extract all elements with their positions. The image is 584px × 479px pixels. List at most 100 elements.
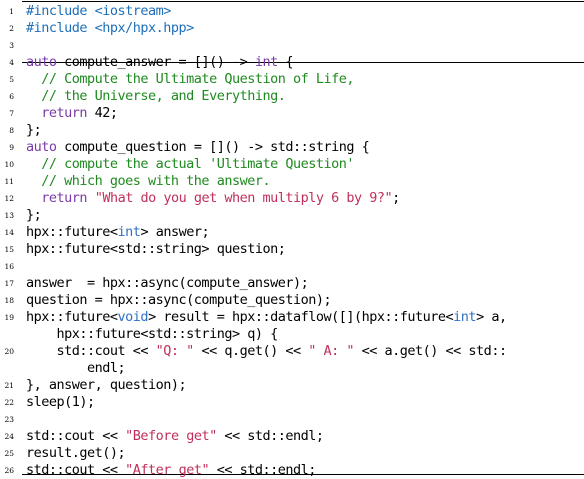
code-line: 21 }, answer, question);	[0, 376, 584, 394]
code-line: 10 // compute the actual 'Ultimate Quest…	[0, 155, 584, 173]
line-number: 11	[4, 177, 14, 186]
code-text: auto compute_question = []() -> std::str…	[26, 138, 370, 156]
code-token: int	[254, 54, 278, 70]
line-number: 26	[4, 466, 14, 475]
code-text: result.get();	[26, 444, 126, 462]
line-number: 6	[9, 92, 14, 101]
code-token	[26, 105, 41, 121]
code-token: std::cout <<	[26, 428, 126, 444]
line-number: 4	[9, 58, 14, 67]
code-line: 7 return 42;	[0, 104, 584, 122]
code-token: << std::endl;	[209, 462, 317, 478]
code-text: #include <iostream>	[26, 2, 171, 20]
code-text: hpx::future<std::string> question;	[26, 240, 286, 258]
code-text: };	[26, 206, 42, 224]
code-line: 11 // which goes with the answer.	[0, 172, 584, 190]
line-number: 17	[4, 279, 14, 288]
code-token: std::cout <<	[26, 462, 126, 478]
code-token: }, answer, question);	[26, 377, 187, 393]
code-token: std::cout <<	[26, 343, 156, 359]
code-text: // which goes with the answer.	[26, 172, 270, 190]
line-number: 16	[4, 262, 14, 271]
code-token: {	[277, 54, 293, 70]
code-line: 25 result.get();	[0, 444, 584, 462]
line-number: 24	[4, 432, 14, 441]
code-text: answer = hpx::async(compute_answer);	[26, 274, 309, 292]
code-token: hpx::future<std::string> q) {	[26, 326, 279, 342]
code-line: 13};	[0, 206, 584, 224]
code-line: 14 hpx::future<int> answer;	[0, 223, 584, 241]
code-line: 18 question = hpx::async(compute_question…	[0, 291, 584, 309]
line-number: 8	[9, 126, 14, 135]
code-token: return	[41, 190, 88, 206]
code-text: question = hpx::async(compute_question);	[26, 291, 332, 309]
code-token: endl;	[26, 360, 126, 376]
code-line: 1 #include <iostream>	[0, 2, 584, 20]
code-token: #include <hpx/hpx.hpp>	[26, 20, 194, 36]
code-token: hpx::future<	[26, 309, 118, 325]
code-line: 17 answer = hpx::async(compute_answer);	[0, 274, 584, 292]
code-line: 5 // Compute the Ultimate Question of Li…	[0, 70, 584, 88]
code-token: hpx::future<std::string> question;	[26, 241, 286, 257]
line-number: 15	[4, 245, 14, 254]
code-token: auto	[26, 54, 57, 70]
code-text: std::cout << "Q: " << q.get() << " A: " …	[26, 342, 508, 360]
line-number: 21	[4, 381, 14, 390]
code-text: endl;	[26, 359, 126, 377]
code-token: << std::endl;	[216, 428, 324, 444]
code-token: ;	[392, 190, 400, 206]
code-token: "After get"	[125, 462, 210, 478]
code-token: // which goes with the answer.	[26, 173, 271, 189]
code-token: > result = hpx::dataflow([](hpx::future<	[148, 309, 454, 325]
code-token: int	[117, 224, 141, 240]
line-number: 14	[4, 228, 14, 237]
code-text: std::cout << "Before get" << std::endl;	[26, 427, 324, 445]
code-token: 42;	[87, 105, 118, 121]
code-line: 12 return "What do you get when multiply…	[0, 189, 584, 207]
code-line: 6 // the Universe, and Everything.	[0, 87, 584, 105]
code-token: int	[453, 309, 477, 325]
code-line: 2 #include <hpx/hpx.hpp>	[0, 19, 584, 37]
code-token: "Q: "	[155, 343, 195, 359]
line-number: 18	[4, 296, 14, 305]
code-token: compute_question = []() -> std::string {	[56, 139, 370, 155]
line-number: 2	[9, 24, 14, 33]
code-line: endl;	[0, 359, 584, 377]
code-text: return "What do you get when multiply 6 …	[26, 189, 400, 207]
code-text: return 42;	[26, 104, 118, 122]
code-line: 20 std::cout << "Q: " << q.get() << " A:…	[0, 342, 584, 360]
code-line: 23	[0, 410, 584, 428]
code-line: 8};	[0, 121, 584, 139]
code-line: 3	[0, 36, 584, 54]
code-line: 26 std::cout << "After get" << std::endl;	[0, 461, 584, 479]
code-line: 16	[0, 257, 584, 275]
code-token: };	[26, 207, 42, 223]
code-text: auto compute_answer = []() -> int {	[26, 53, 294, 71]
code-text: hpx::future<std::string> q) {	[26, 325, 279, 343]
line-number: 20	[4, 347, 14, 356]
top-rule	[22, 1, 584, 2]
code-token: > answer;	[140, 224, 210, 240]
line-number: 1	[9, 7, 14, 16]
line-number: 3	[9, 41, 14, 50]
code-text: // Compute the Ultimate Question of Life…	[26, 70, 354, 88]
code-text: #include <hpx/hpx.hpp>	[26, 19, 194, 37]
code-token: question = hpx::async(compute_question);	[26, 292, 332, 308]
code-text: // the Universe, and Everything.	[26, 87, 286, 105]
code-token: result.get();	[26, 445, 126, 461]
code-token: > a,	[476, 309, 507, 325]
line-number: 19	[4, 313, 14, 322]
code-token: hpx::future<	[26, 224, 118, 240]
code-line: hpx::future<std::string> q) {	[0, 325, 584, 343]
code-token: // compute the actual 'Ultimate Question…	[26, 156, 354, 172]
line-number: 25	[4, 449, 14, 458]
code-token: compute_answer = []() ->	[56, 54, 255, 70]
code-token: auto	[26, 139, 57, 155]
code-text: hpx::future<void> result = hpx::dataflow…	[26, 308, 507, 326]
bottom-rule	[22, 474, 584, 475]
code-token: "Before get"	[125, 428, 217, 444]
code-token: };	[26, 122, 42, 138]
code-line: 15 hpx::future<std::string> question;	[0, 240, 584, 258]
code-line: 19 hpx::future<void> result = hpx::datafl…	[0, 308, 584, 326]
